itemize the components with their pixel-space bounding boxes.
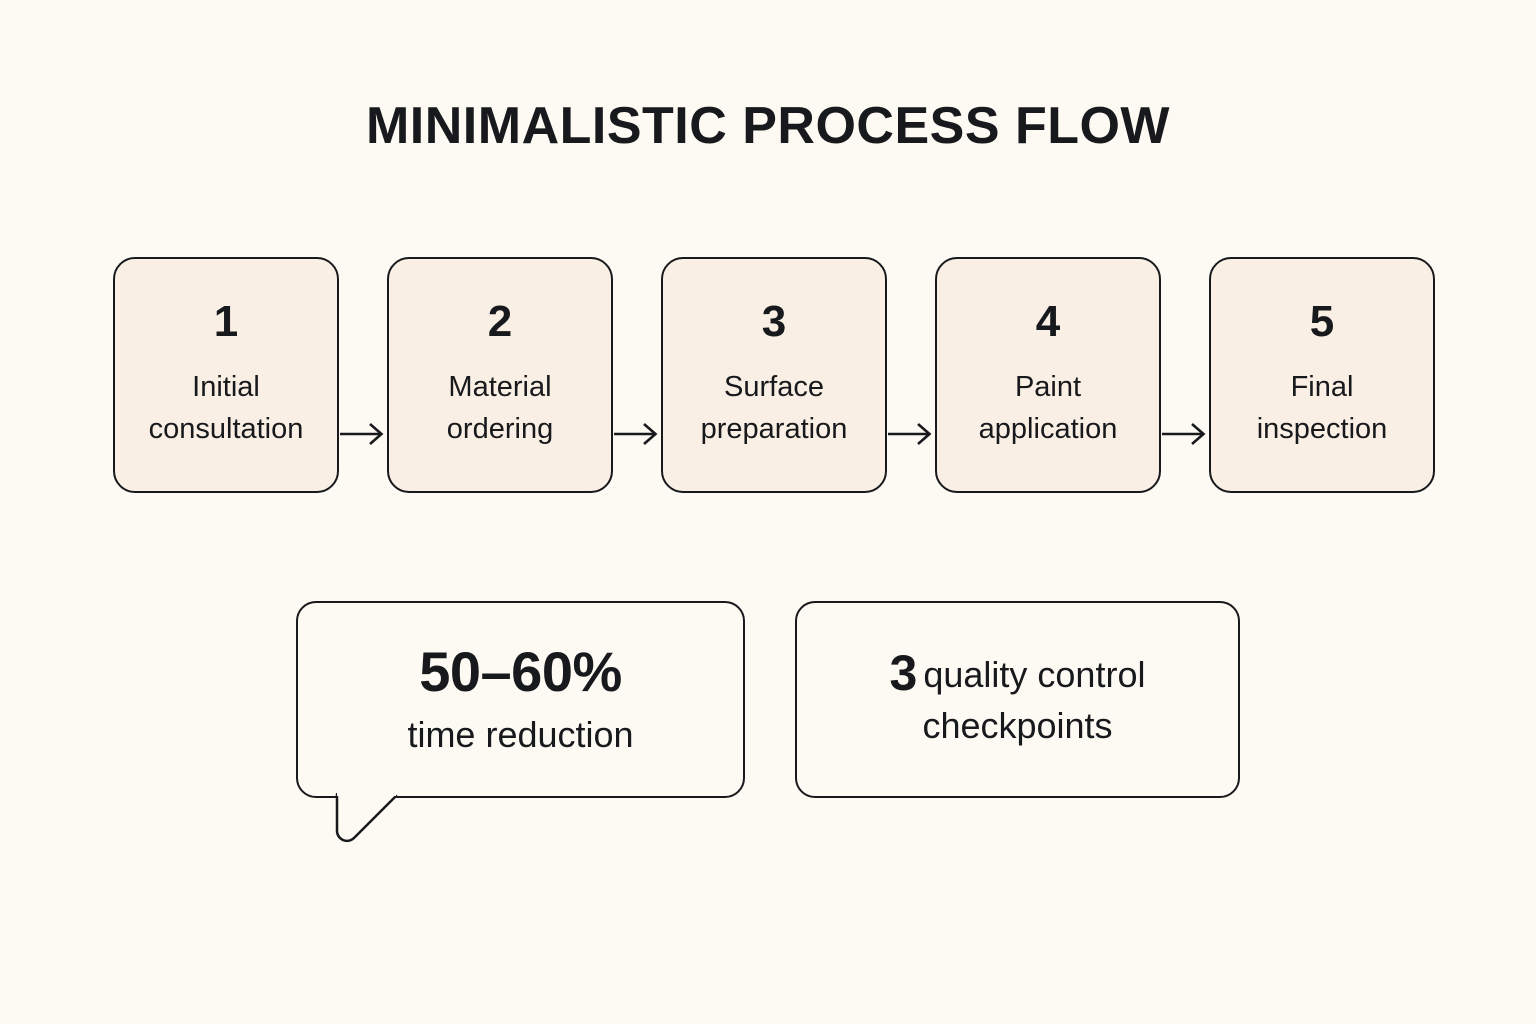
- step-label: Paint application: [978, 370, 1118, 445]
- process-flow-row: 1 Initial consultation 2 Material orderi…: [113, 257, 1435, 493]
- step-number: 3: [761, 296, 787, 346]
- step-number: 4: [1035, 296, 1061, 346]
- arrow-right-icon: [613, 419, 661, 449]
- time-reduction-value: 50–60%: [419, 639, 622, 703]
- speech-bubble-tail-icon: [335, 793, 398, 843]
- process-step-4[interactable]: 4 Paint application: [935, 257, 1161, 493]
- process-step-3[interactable]: 3 Surface preparation: [661, 257, 887, 493]
- arrow-right-icon: [887, 419, 935, 449]
- page-title: MINIMALISTIC PROCESS FLOW: [365, 97, 1171, 155]
- callout-time-reduction[interactable]: 50–60% time reduction: [296, 601, 745, 798]
- step-number: 5: [1309, 296, 1335, 346]
- step-label: Surface preparation: [700, 370, 848, 445]
- quality-checkpoints-value: 3: [889, 644, 918, 701]
- arrow-right-icon: [1161, 419, 1209, 449]
- time-reduction-caption: time reduction: [407, 713, 634, 755]
- process-step-1[interactable]: 1 Initial consultation: [113, 257, 339, 493]
- step-number: 1: [213, 296, 239, 346]
- step-label: Material ordering: [446, 370, 554, 445]
- quality-checkpoints-line-2: checkpoints: [922, 705, 1113, 746]
- step-number: 2: [487, 296, 513, 346]
- quality-checkpoints-caption: quality control: [923, 653, 1146, 695]
- process-step-2[interactable]: 2 Material ordering: [387, 257, 613, 493]
- step-label: Final inspection: [1256, 370, 1388, 445]
- step-label: Initial consultation: [148, 370, 304, 445]
- process-step-5[interactable]: 5 Final inspection: [1209, 257, 1435, 493]
- arrow-right-icon: [339, 419, 387, 449]
